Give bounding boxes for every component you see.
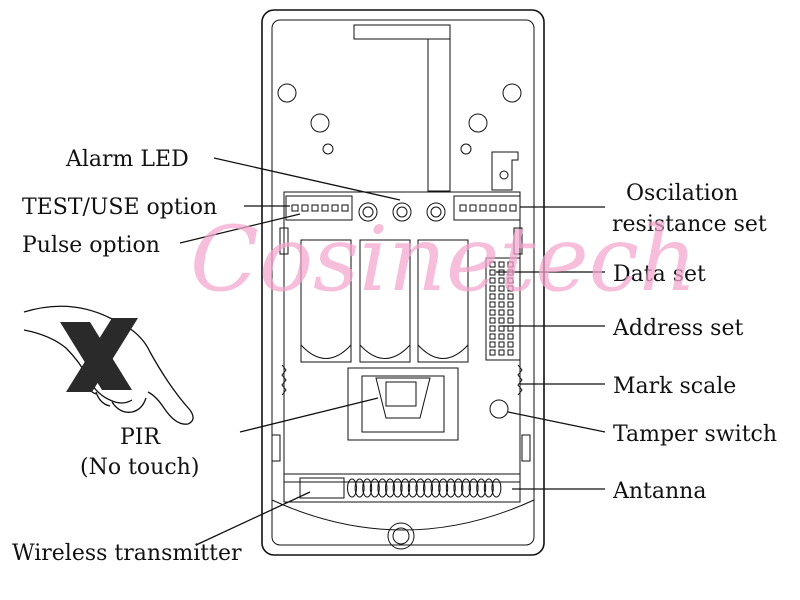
jumper-pin: [507, 333, 514, 340]
jumper-pin: [507, 309, 514, 316]
lens-segments: [300, 239, 469, 363]
test-use-dip-switch: [285, 195, 353, 221]
jumper-pin: [489, 349, 496, 356]
jumper-pin: [489, 301, 496, 308]
data-set-label: Data set: [613, 262, 706, 287]
antenna-coil-turn: [392, 478, 403, 498]
jumper-pin: [489, 333, 496, 340]
antenna-coil-turn: [415, 478, 426, 498]
address-jumper-block: [485, 257, 521, 361]
side-clips: [271, 227, 531, 462]
top-board: [353, 24, 451, 192]
jumper-pin: [489, 293, 496, 300]
jumper-pin: [507, 301, 514, 308]
jumper-pin: [507, 341, 514, 348]
mark-scale-label: Mark scale: [613, 374, 736, 399]
pulse-option-label: Pulse option: [22, 233, 160, 258]
jumper-pin: [498, 293, 505, 300]
cross-x-icon: [60, 318, 138, 392]
address-set-label: Address set: [612, 316, 743, 341]
jumper-pin: [489, 317, 496, 324]
oscilation-label: Oscilation: [626, 181, 738, 206]
jumper-pin: [498, 261, 505, 268]
jumper-pin: [489, 261, 496, 268]
jumper-pin: [498, 309, 505, 316]
jumper-pin: [507, 317, 514, 324]
jumper-pin: [489, 325, 496, 332]
antenna-coil-turn: [430, 478, 441, 498]
mounting-holes: [277, 83, 522, 155]
jumper-pin: [498, 277, 505, 284]
alarm-leds: [358, 202, 446, 222]
tamper-bracket: [491, 151, 519, 191]
jumper-pin: [489, 285, 496, 292]
antenna-coil-turn: [369, 478, 380, 498]
pir-sensor: [347, 367, 459, 441]
mark-scale: [281, 364, 523, 396]
pir-label: PIR: [120, 425, 161, 450]
jumper-pin: [498, 285, 505, 292]
tamper-switch-label: Tamper switch: [613, 422, 777, 447]
antenna-coil-turn: [468, 478, 479, 498]
antenna-coil-turn: [491, 478, 502, 498]
jumper-pin: [507, 285, 514, 292]
antanna-label: Antanna: [612, 479, 706, 504]
antenna-coil-turn: [483, 478, 494, 498]
jumper-pin: [498, 349, 505, 356]
alarm-led-label: Alarm LED: [65, 147, 189, 172]
antenna-coil-turn: [407, 478, 418, 498]
antenna-coil-turn: [461, 478, 471, 498]
jumper-pin: [507, 277, 514, 284]
antenna-coil-turn: [423, 478, 433, 498]
wireless-transmitter-label: Wireless transmitter: [12, 541, 242, 566]
antenna-coil-turn: [476, 478, 487, 498]
jumper-pin: [489, 341, 496, 348]
antenna-coil-turn: [377, 478, 388, 498]
jumper-pin: [507, 349, 514, 356]
jumper-pin: [498, 317, 505, 324]
antenna-coil-turn: [354, 478, 365, 498]
antenna-coil-turn: [385, 478, 395, 498]
jumper-pin: [507, 293, 514, 300]
antenna-coil: [283, 473, 521, 503]
antenna-coil-turn: [438, 478, 449, 498]
antenna-coil-turn: [400, 478, 411, 498]
antenna-coil-turn: [453, 478, 464, 498]
jumper-pin: [489, 309, 496, 316]
resistance-set-label: resistance set: [612, 212, 767, 237]
jumper-pin: [498, 341, 505, 348]
oscilation-dip-switch: [453, 195, 521, 221]
jumper-pin: [498, 333, 505, 340]
jumper-pin: [489, 277, 496, 284]
jumper-pin: [498, 301, 505, 308]
antenna-coil-turn: [347, 478, 357, 498]
test-use-option-label: TEST/USE option: [22, 195, 217, 220]
jumper-pin: [507, 261, 514, 268]
tamper-switch: [489, 399, 509, 419]
watermark-logo: Cosinetech: [190, 207, 697, 312]
leader-lines: [179, 157, 606, 546]
no-touch-label: (No touch): [80, 455, 199, 480]
jumper-pin: [489, 269, 496, 276]
antenna-coil-turn: [445, 478, 456, 498]
antenna-coil-turn: [362, 478, 373, 498]
